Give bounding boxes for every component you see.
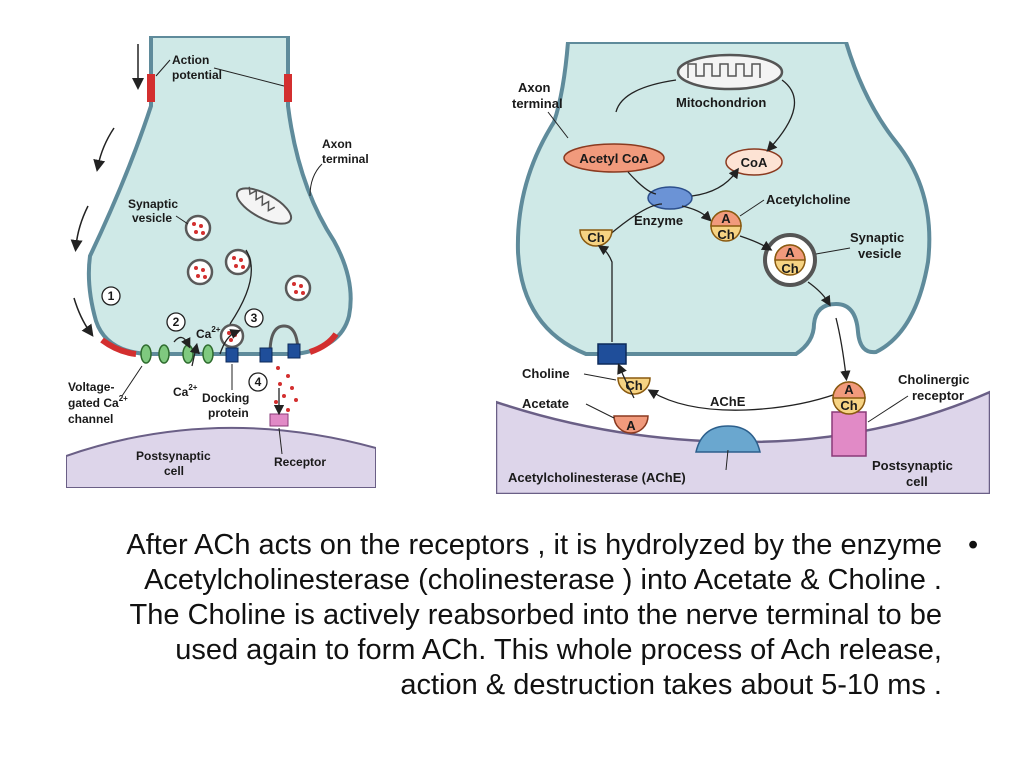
synaptic-vesicle <box>284 274 312 302</box>
postsynaptic-cell <box>66 426 376 488</box>
svg-text:A: A <box>785 245 795 260</box>
step-3-marker <box>244 308 264 328</box>
coa-label: CoA <box>741 155 768 170</box>
svg-text:Ch: Ch <box>587 230 604 245</box>
svg-text:Ch: Ch <box>781 261 798 276</box>
ache-label: AChE <box>710 394 746 409</box>
voltage-gated-channel-label: Voltage-gated Ca2+channel <box>68 380 128 426</box>
conduction-arrow <box>73 297 94 337</box>
enzyme-node <box>647 186 693 210</box>
acetylcholine-label: Acetylcholine <box>766 192 851 207</box>
coa-node <box>725 148 783 176</box>
step-3-label: 3 <box>251 311 258 325</box>
synaptic-vesicle <box>184 214 212 242</box>
action-potential-marker <box>100 337 137 357</box>
conduction-arrow <box>70 205 89 252</box>
action-potential-marker <box>147 74 155 102</box>
acetylcholinesterase-label: Acetylcholinesterase (AChE) <box>508 470 686 485</box>
synaptic-vesicle: A Ch <box>763 233 817 287</box>
svg-text:A: A <box>721 211 731 226</box>
step-2-label: 2 <box>173 315 180 329</box>
voltage-gated-channel <box>158 344 170 364</box>
choline-molecule: Ch <box>579 229 613 247</box>
svg-text:A: A <box>844 382 854 397</box>
step-4-marker <box>248 372 268 392</box>
acetate-molecule: A <box>613 415 649 434</box>
voltage-gated-channel <box>140 344 152 364</box>
choline-molecule-cleft: Ch <box>617 377 651 395</box>
synaptic-vesicle <box>186 258 214 286</box>
acetylcholine-molecule: A Ch <box>710 210 742 242</box>
mitochondrion <box>676 53 784 91</box>
action-potential-marker <box>284 74 292 102</box>
synaptic-vesicle <box>224 248 252 276</box>
docking-protein <box>259 347 273 363</box>
mitochondrion <box>235 186 293 225</box>
mitochondrion-label: Mitochondrion <box>676 95 766 110</box>
conduction-arrow <box>93 127 115 172</box>
ca-ion-label-lower: Ca2+ <box>173 383 198 399</box>
acetyl-coa-label: Acetyl CoA <box>579 151 649 166</box>
receptor <box>269 413 289 427</box>
acetylcholine-bound: A Ch <box>832 381 866 415</box>
step-1-label: 1 <box>108 289 115 303</box>
docking-protein <box>287 343 301 359</box>
ache-enzyme <box>695 425 761 453</box>
choline-label: Choline <box>522 366 570 381</box>
step-1-marker <box>101 286 121 306</box>
svg-text:A: A <box>626 418 636 433</box>
step-2-marker <box>166 312 186 332</box>
fusing-vesicle <box>268 324 300 355</box>
bullet-marker: • <box>968 529 979 561</box>
svg-text:Ch: Ch <box>717 227 734 242</box>
receptor-label: Receptor <box>274 455 326 469</box>
action-potential-marker <box>309 332 339 355</box>
svg-text:Ch: Ch <box>840 398 857 413</box>
cholinergic-receptor <box>831 411 867 457</box>
caption-text: After ACh acts on the receptors , it is … <box>126 529 942 701</box>
acetyl-coa-node <box>563 143 665 173</box>
docking-protein <box>225 347 239 363</box>
choline-transporter <box>597 343 627 365</box>
released-neurotransmitter <box>274 366 298 412</box>
voltage-gated-channel <box>202 344 214 364</box>
voltage-gated-channel <box>182 344 194 364</box>
axon-terminal-body <box>86 36 353 356</box>
axon-terminal-body <box>515 42 932 356</box>
acetate-label: Acetate <box>522 396 569 411</box>
step-4-label: 4 <box>255 375 262 389</box>
enzyme-label: Enzyme <box>634 213 683 228</box>
